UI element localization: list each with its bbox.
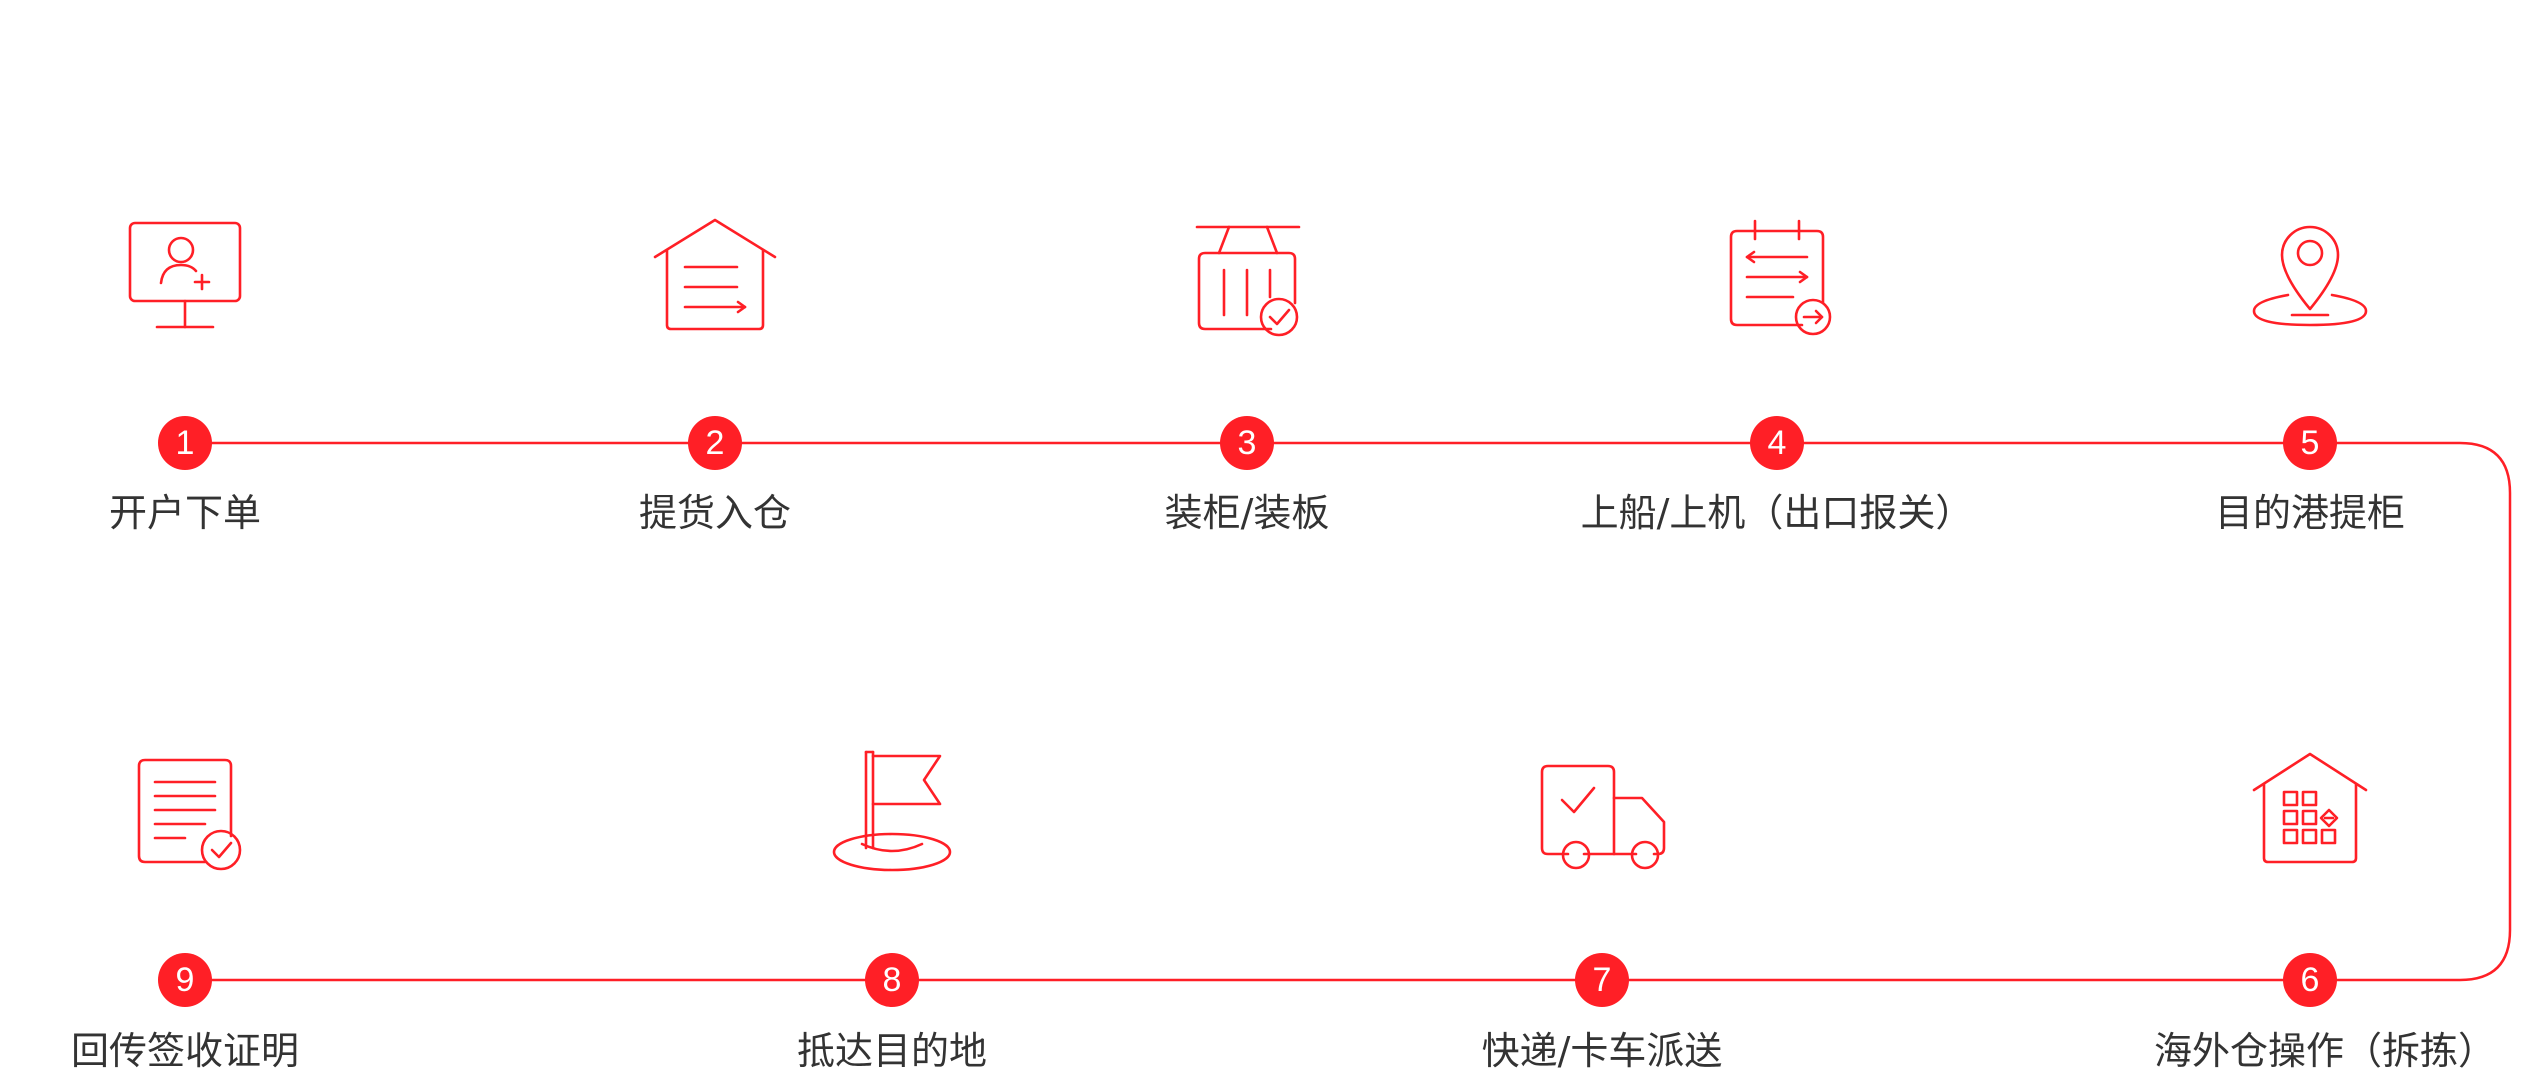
step-number-6: 6	[2283, 953, 2337, 1007]
step-label-8: 抵达目的地	[796, 1029, 988, 1073]
step-number-7: 7	[1575, 953, 1629, 1007]
step-number-2: 2	[688, 416, 742, 470]
step-number-4: 4	[1750, 416, 1804, 470]
monitor-add-user-icon	[115, 205, 255, 345]
step-label-4: 上船/上机（出口报关）	[1580, 491, 1974, 535]
container-loading-icon	[1177, 205, 1317, 345]
warehouse-icon	[645, 205, 785, 345]
destination-flag-icon	[822, 740, 962, 880]
step-label-7: 快递/卡车派送	[1481, 1029, 1723, 1073]
step-label-6: 海外仓操作（拆拣）	[2153, 1029, 2497, 1073]
step-label-3: 装柜/装板	[1164, 491, 1330, 535]
customs-document-icon	[1707, 205, 1847, 345]
step-label-9: 回传签收证明	[70, 1029, 300, 1073]
step-label-1: 开户下单	[108, 491, 262, 535]
step-number-8: 8	[865, 953, 919, 1007]
step-number-3: 3	[1220, 416, 1274, 470]
step-label-2: 提货入仓	[638, 491, 792, 535]
step-label-5: 目的港提柜	[2214, 491, 2406, 535]
location-pin-icon	[2240, 205, 2380, 345]
overseas-warehouse-icon	[2240, 740, 2380, 880]
signed-receipt-icon	[115, 740, 255, 880]
step-number-5: 5	[2283, 416, 2337, 470]
delivery-truck-icon	[1532, 740, 1672, 880]
step-number-9: 9	[158, 953, 212, 1007]
step-number-1: 1	[158, 416, 212, 470]
